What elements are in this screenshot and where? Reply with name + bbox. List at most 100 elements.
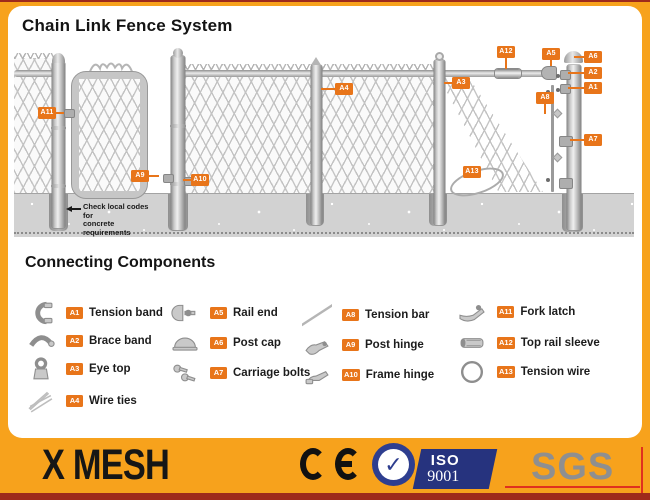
concrete-note-line1: Check local codes for <box>83 202 149 220</box>
legend-code-a2: A2 <box>66 335 83 347</box>
legend-label: Fork latch <box>520 306 576 318</box>
legend-label: Top rail sleeve <box>520 337 600 349</box>
iso-number: 9001 <box>427 468 460 485</box>
fork-latch-icon <box>453 300 491 324</box>
legend-label: Post cap <box>233 337 281 349</box>
callout-a1: A1 <box>584 82 602 94</box>
legend-heading: Connecting Components <box>25 254 216 271</box>
callout-leader <box>544 104 546 114</box>
bolt <box>556 74 560 78</box>
concrete-note: Check local codes for concrete requireme… <box>83 202 153 237</box>
fence-diagram: Check local codes for concrete requireme… <box>8 6 642 438</box>
tension-bar-part <box>551 85 554 192</box>
legend-code-a1: A1 <box>66 307 83 319</box>
legend-item-a1: A1 Tension band <box>22 300 163 326</box>
tension-bar-icon <box>298 303 336 327</box>
legend-code-a6: A6 <box>210 337 227 349</box>
callout-leader <box>574 56 584 58</box>
legend-label: Tension bar <box>365 309 430 321</box>
legend-code-a4: A4 <box>66 395 83 407</box>
top-rail-sleeve-part <box>495 69 521 78</box>
callout-a3: A3 <box>452 77 470 89</box>
rail-end-icon <box>166 301 204 325</box>
legend-item-a6: A6 Post cap <box>166 330 281 356</box>
legend-item-a5: A5 Rail end <box>166 300 278 326</box>
post-hinge-fitting <box>163 174 174 183</box>
legend-label: Tension band <box>89 307 163 319</box>
frame-hinge-icon <box>298 363 336 387</box>
post-collar <box>51 184 66 188</box>
mesh-clip <box>552 152 563 163</box>
band-fitting <box>559 178 573 189</box>
line-post-1-tip <box>311 57 321 65</box>
legend-code-a8: A8 <box>342 309 359 321</box>
content-card: Chain Link Fence System <box>8 6 642 438</box>
legend-code-a9: A9 <box>342 339 359 351</box>
barbed-top-left <box>14 53 55 59</box>
top-edge-stripe <box>0 0 650 2</box>
callout-leader <box>56 112 64 114</box>
legend-label: Post hinge <box>365 339 424 351</box>
legend-item-a4: A4 Wire ties <box>22 388 137 414</box>
band-fitting <box>559 136 573 147</box>
post-collar <box>170 182 186 186</box>
post-collar <box>170 124 186 128</box>
gate-ornament <box>89 62 133 72</box>
legend-code-a12: A12 <box>497 337 515 349</box>
page-title: Chain Link Fence System <box>22 16 233 35</box>
callout-a9: A9 <box>131 170 149 182</box>
callout-a6: A6 <box>584 51 602 63</box>
barbed-top-main <box>171 64 442 70</box>
callout-leader <box>568 72 584 74</box>
mesh-section-left <box>14 58 55 193</box>
brace-band-icon <box>22 329 60 353</box>
sgs-logo: SGS <box>531 446 615 488</box>
top-rail-sleeve-icon <box>453 331 491 355</box>
callout-leader <box>550 60 552 66</box>
callout-leader <box>183 179 191 181</box>
fork-latch-fitting <box>64 109 75 118</box>
rail-stub-left <box>14 70 58 77</box>
end-post-dome-cap <box>564 51 583 63</box>
legend-code-a10: A10 <box>342 369 360 381</box>
brace-band-fitting <box>560 70 571 80</box>
line-post-2 <box>434 60 445 225</box>
sgs-red-vline <box>641 447 643 493</box>
legend-item-a8: A8 Tension bar <box>298 302 429 328</box>
legend-code-a5: A5 <box>210 307 227 319</box>
callout-leader <box>505 58 507 69</box>
legend-item-a12: A12 Top rail sleeve <box>453 330 600 356</box>
callout-a8: A8 <box>536 92 554 104</box>
concrete-note-line2: concrete requirements <box>83 219 131 237</box>
check-icon: ✓ <box>378 449 409 480</box>
bottom-edge-stripe <box>0 493 650 500</box>
eye-top-cap <box>435 52 444 61</box>
legend-code-a11: A11 <box>497 306 515 318</box>
top-rail <box>171 70 548 77</box>
legend-label: Wire ties <box>89 395 137 407</box>
callout-leader <box>321 88 335 90</box>
legend-label: Frame hinge <box>365 369 435 381</box>
callout-a10: A10 <box>191 174 209 186</box>
bolt <box>546 178 550 182</box>
mesh-clip <box>552 108 563 119</box>
callout-a2: A2 <box>584 67 602 79</box>
carriage-bolts-icon <box>166 361 204 385</box>
iso-text: ISO <box>430 452 460 469</box>
legend-item-a11: A11 Fork latch <box>453 299 575 325</box>
callout-leader <box>444 82 452 84</box>
legend-code-a13: A13 <box>497 366 515 378</box>
callout-a7: A7 <box>584 134 602 146</box>
legend-label: Rail end <box>233 307 278 319</box>
ce-mark-icon <box>300 448 361 480</box>
callout-a4: A4 <box>335 83 353 95</box>
post-hinge-icon <box>298 333 336 357</box>
line-post-1 <box>311 65 322 225</box>
legend-label: Carriage bolts <box>233 367 311 379</box>
tension-wire-icon <box>453 360 491 384</box>
callout-a11: A11 <box>38 107 56 119</box>
concrete-base <box>14 193 634 237</box>
